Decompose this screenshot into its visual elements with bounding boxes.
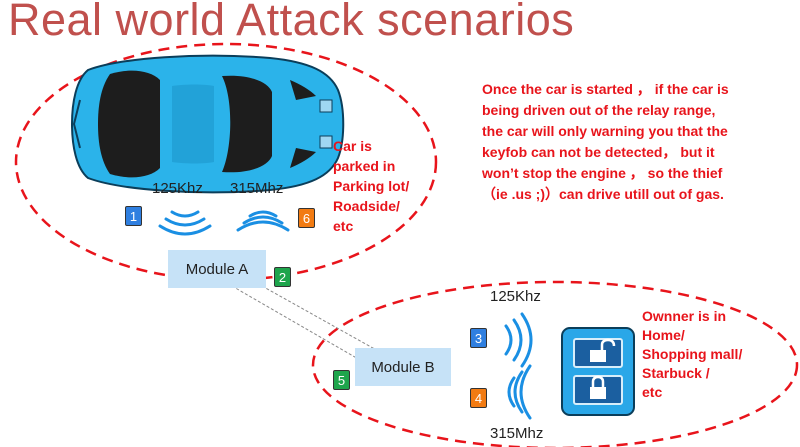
step-badge-4: 4 bbox=[470, 388, 487, 408]
owner-zone-ellipse bbox=[311, 280, 799, 447]
wave-icon-owner-high bbox=[507, 364, 532, 420]
relay-link bbox=[231, 285, 381, 361]
wave-icon-car-high bbox=[236, 210, 290, 232]
owner-note-line: Starbuck / bbox=[642, 365, 710, 381]
step-badge-2: 2 bbox=[274, 267, 291, 287]
car-note-line: parked in bbox=[333, 158, 396, 174]
car-note-line: Parking lot/ bbox=[333, 178, 410, 194]
step-badge-1: 1 bbox=[125, 206, 142, 226]
scenario-description: Once the car is started ， if the car is … bbox=[482, 79, 729, 205]
keyfob-icon bbox=[561, 327, 635, 416]
owner-note-line: Home/ bbox=[642, 327, 685, 343]
wave-icon-car-low bbox=[158, 210, 212, 236]
module-b: Module B bbox=[355, 348, 451, 386]
car-icon bbox=[70, 54, 345, 194]
owner-location-note: Ownner is in Home/ Shopping mall/ Starbu… bbox=[642, 307, 742, 402]
car-note-line: Car is bbox=[333, 138, 372, 154]
step-badge-5: 5 bbox=[333, 370, 350, 390]
frequency-label-car-315: 315Mhz bbox=[230, 180, 284, 197]
car-note-line: Roadside/ bbox=[333, 198, 400, 214]
step-badge-6: 6 bbox=[298, 208, 315, 228]
description-line: the car will only warning you that the bbox=[482, 123, 728, 139]
module-a: Module A bbox=[168, 250, 266, 288]
owner-note-line: Ownner is in bbox=[642, 308, 727, 324]
description-line: keyfob can not be detected， but it bbox=[482, 144, 715, 160]
step-badge-3: 3 bbox=[470, 328, 487, 348]
car-location-note: Car is parked in Parking lot/ Roadside/ … bbox=[333, 136, 409, 236]
car-note-line: etc bbox=[333, 218, 354, 234]
lock-icon bbox=[590, 375, 606, 399]
owner-note-line: Shopping mall/ bbox=[642, 346, 743, 362]
description-line: Once the car is started ， if the car is bbox=[482, 81, 729, 97]
frequency-label-owner-315: 315Mhz bbox=[490, 425, 544, 442]
description-line: won’t stop the engine ， so the thief bbox=[482, 165, 723, 181]
description-line: （ie .us ;)）can drive utill out of gas. bbox=[482, 186, 724, 202]
page-title: Real world Attack scenarios bbox=[8, 0, 575, 45]
unlock-icon bbox=[590, 338, 616, 362]
owner-note-line: etc bbox=[642, 384, 663, 400]
frequency-label-owner-125: 125Khz bbox=[490, 288, 541, 305]
wave-icon-owner-low bbox=[504, 312, 533, 368]
frequency-label-car-125: 125Khz bbox=[152, 180, 203, 197]
description-line: being driven out of the relay range, bbox=[482, 102, 716, 118]
